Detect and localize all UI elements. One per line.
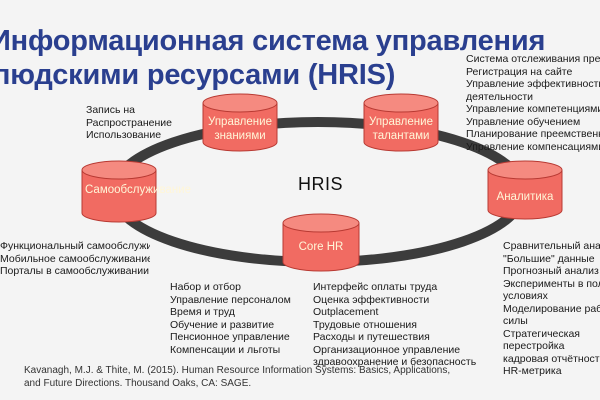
cylinder-knowledge — [202, 93, 278, 152]
list-item: Система отслеживания претендентов — [466, 53, 600, 65]
talent-list: Система отслеживания претендентов Регист… — [466, 53, 600, 153]
list-item: силы — [503, 315, 528, 327]
citation-line-2: and Future Directions. Thousand Oaks, CA… — [24, 378, 252, 389]
node-label-talent: Управление талантами — [369, 116, 433, 142]
list-item: Мобильное самообслуживание — [0, 252, 150, 265]
list-item: Эксперименты в полевых — [503, 277, 600, 290]
title-line-1: Информационная система управления — [0, 25, 546, 57]
list-item: перестройка — [503, 340, 565, 352]
list-item: Управление компенсациями — [466, 140, 600, 153]
node-label-selfservice: Самообслуживание — [85, 184, 191, 196]
cylinder-selfservice — [81, 160, 157, 223]
list-item: здравоохранение и безопасность — [313, 356, 477, 368]
list-item: Компенсации и льготы — [170, 343, 281, 356]
analytics-list: Сравнительный анализ "Большие" данные Пр… — [503, 240, 600, 378]
list-item: Управление обучением — [466, 115, 581, 128]
list-item: условиях — [503, 290, 548, 302]
list-item: Трудовые отношения — [313, 318, 417, 331]
node-label-core: Core HR — [298, 241, 344, 253]
title-line-2: людскими ресурсами (HRIS) — [0, 59, 396, 91]
cylinder-talent — [363, 93, 439, 152]
selfservice-list: Функциональный самообслуживание Мобильно… — [0, 240, 150, 278]
list-item: Управление компетенциями — [466, 103, 600, 115]
list-item: Регистрация на сайте — [466, 65, 573, 78]
list-item: Набор и отбор — [170, 281, 241, 293]
citation-line-1: Kavanagh, M.J. & Thite, M. (2015). Human… — [24, 365, 451, 376]
slide-title: Информационная система управления людски… — [0, 24, 545, 92]
list-item: Сравнительный анализ — [503, 240, 600, 252]
core-list-left: Набор и отбор Управление персоналом Врем… — [170, 281, 291, 356]
list-item: Оценка эффективности — [313, 293, 430, 306]
node-label-knowledge: Управление знаниями — [208, 116, 272, 142]
list-item: Планирование преемственности — [466, 128, 600, 140]
knowledge-list: Запись на Распространение Использование — [86, 104, 172, 142]
list-item: Моделирование рабочей — [503, 302, 600, 315]
citation: Kavanagh, M.J. & Thite, M. (2015). Human… — [24, 364, 450, 390]
list-item: кадровая отчётность — [503, 352, 600, 365]
hub-label: HRIS — [298, 174, 344, 194]
list-item: Интерфейс оплаты труда — [313, 281, 438, 293]
list-item: Управление эффективностью — [466, 78, 600, 90]
list-item: Обучение и развитие — [170, 318, 275, 331]
list-item: Прогнозный анализ — [503, 265, 599, 277]
list-item: Время и труд — [170, 306, 235, 318]
list-item: Пенсионное управление — [170, 331, 290, 343]
list-item: Стратегическая — [503, 327, 580, 340]
cylinder-analytics — [487, 160, 563, 220]
list-item: Outplacement — [313, 306, 379, 318]
node-label-analytics: Аналитика — [496, 191, 554, 203]
list-item: Распространение — [86, 116, 172, 129]
list-item: Порталы в самообслуживании — [0, 265, 149, 277]
list-item: Организационное управление — [313, 343, 461, 356]
list-item: "Большие" данные — [503, 252, 595, 265]
list-item: Использование — [86, 129, 162, 141]
core-list-right: Интерфейс оплаты труда Оценка эффективно… — [313, 281, 476, 369]
list-item: HR-метрика — [503, 365, 562, 377]
list-item: Функциональный самообслуживание — [0, 240, 150, 252]
cylinder-core — [282, 213, 360, 272]
list-item: Расходы и путешествия — [313, 331, 430, 343]
list-item: Управление персоналом — [170, 293, 291, 306]
list-item: Запись на — [86, 104, 136, 116]
list-item: деятельности — [466, 90, 533, 103]
